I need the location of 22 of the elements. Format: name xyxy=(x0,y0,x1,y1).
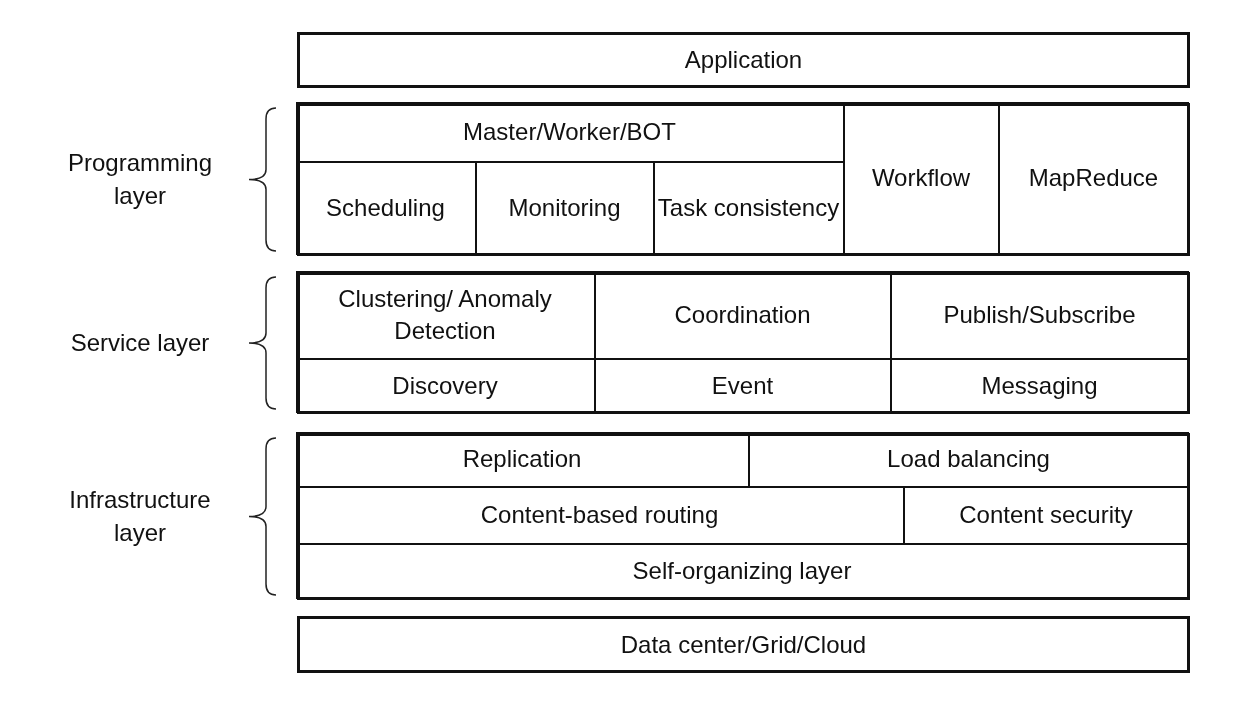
component-cell: MapReduce xyxy=(998,101,1189,255)
component-cell: Master/Worker/BOT xyxy=(295,101,844,162)
layer-label: Programming layer xyxy=(66,147,213,212)
component-cell: Scheduling xyxy=(295,161,476,255)
layer-box: Data center/Grid/Cloud xyxy=(297,616,1190,673)
layer-label: Service layer xyxy=(69,328,211,359)
component-cell: Discovery xyxy=(295,358,595,413)
layer-label: Infrastructure layer xyxy=(68,484,212,549)
component-cell: Self-organizing layer xyxy=(295,543,1189,599)
component-cell: Task consistency xyxy=(653,161,844,255)
component-cell: Workflow xyxy=(843,101,999,255)
component-cell: Publish/Subscribe xyxy=(890,270,1189,359)
component-cell: Event xyxy=(594,358,891,413)
component-cell: Messaging xyxy=(890,358,1189,413)
component-cell: Clustering/ Anomaly Detection xyxy=(295,270,595,359)
component-cell: Load balancing xyxy=(748,431,1189,487)
component-cell: Content security xyxy=(903,486,1189,544)
component-cell: Content-based routing xyxy=(295,486,904,544)
layer-box: Application xyxy=(297,32,1190,88)
component-cell: Coordination xyxy=(594,270,891,359)
component-cell: Monitoring xyxy=(475,161,654,255)
component-cell: Replication xyxy=(295,431,749,487)
